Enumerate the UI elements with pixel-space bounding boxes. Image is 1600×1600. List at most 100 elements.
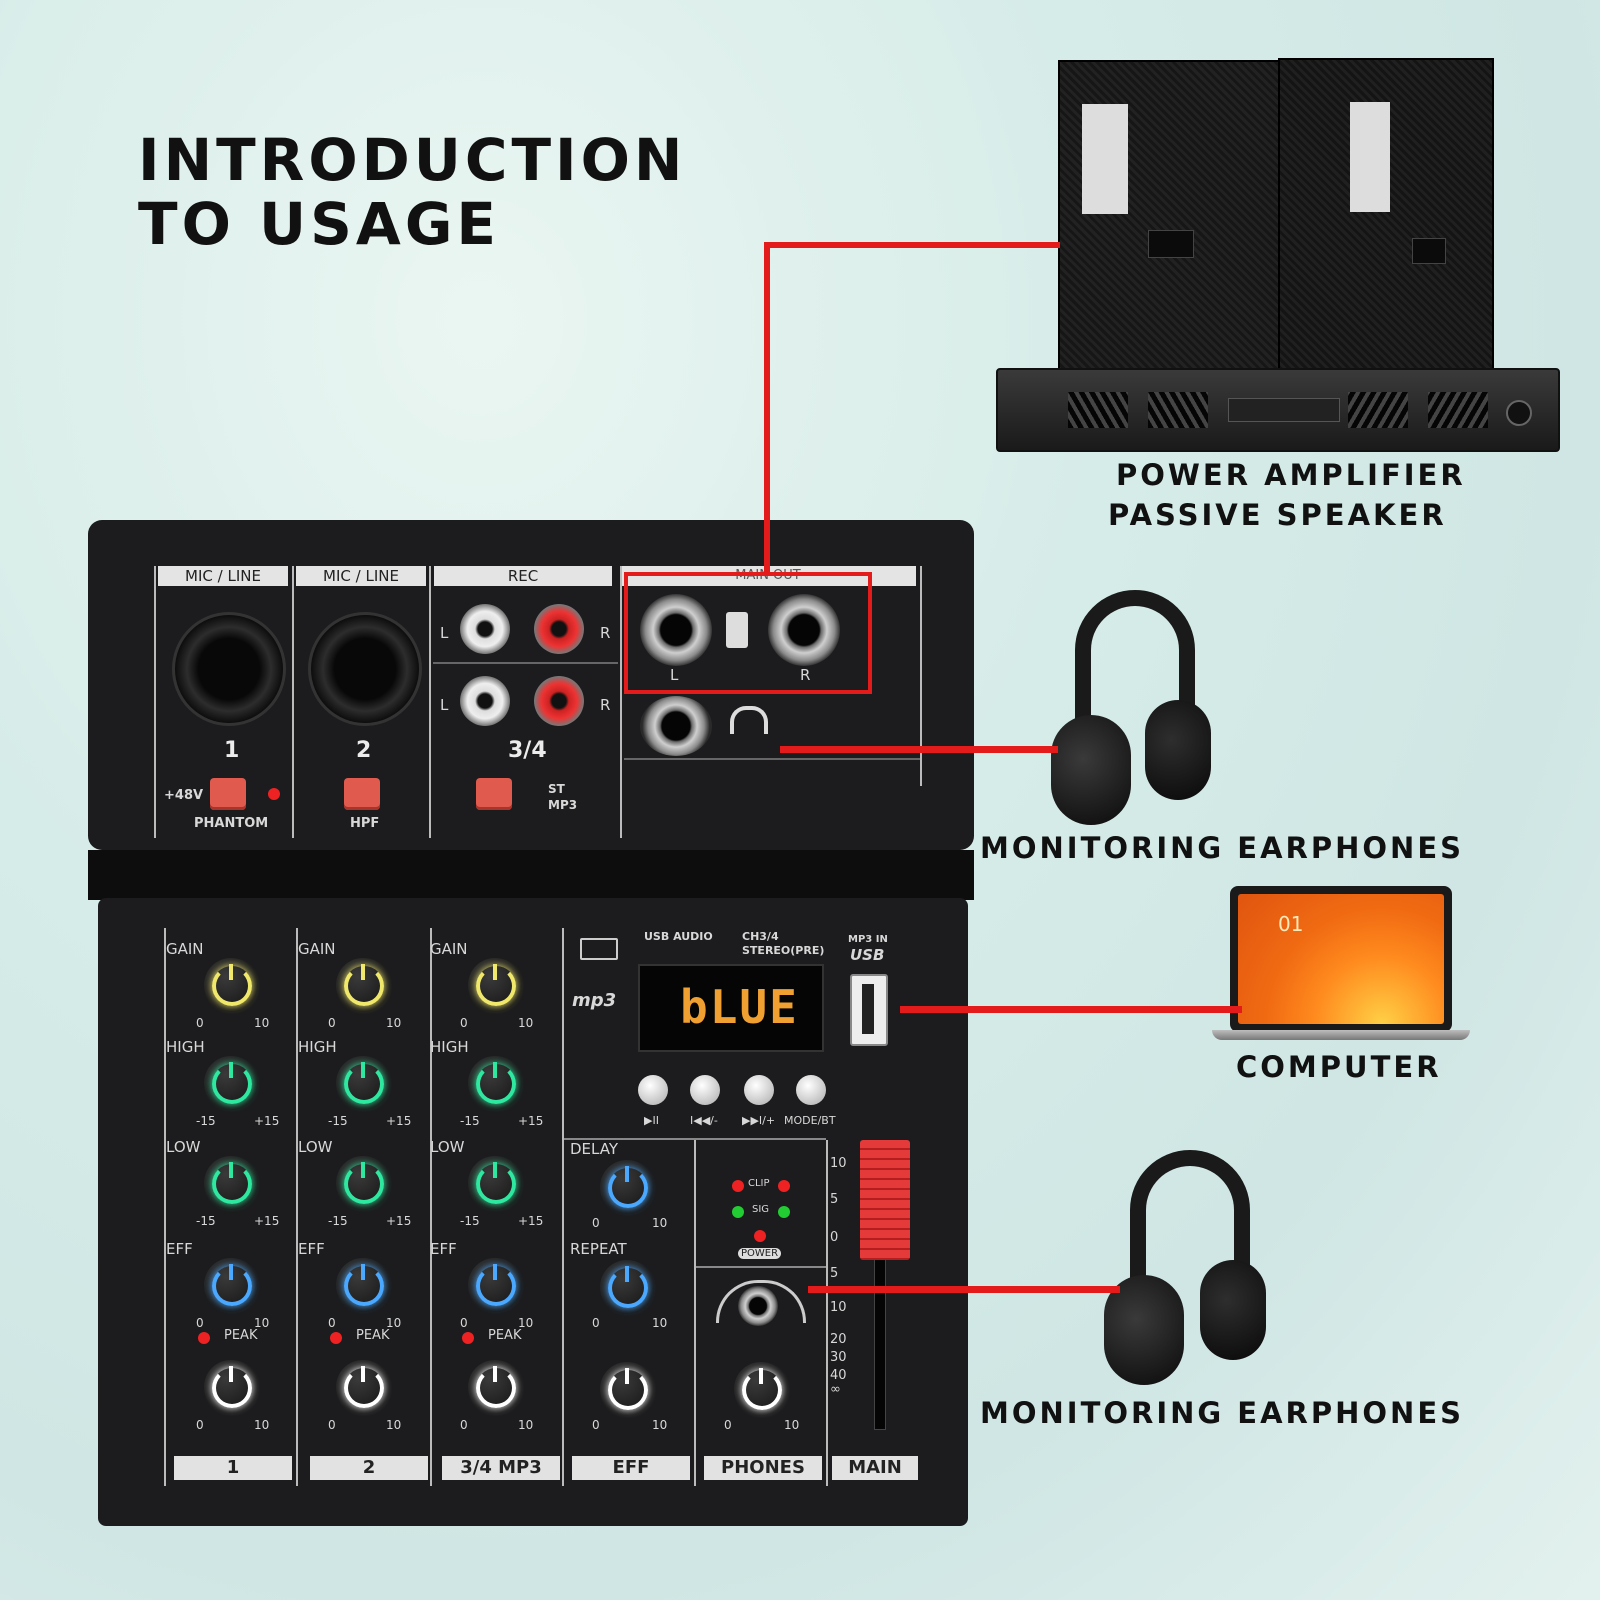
earphones-label-1: MONITORING EARPHONES (980, 831, 1465, 865)
channel-number-2: 2 (356, 738, 372, 763)
page-title: INTRODUCTION TO USAGE (138, 128, 686, 256)
range-min-label: -15 (328, 1114, 348, 1128)
channel-2-low-knob[interactable] (336, 1156, 390, 1210)
eff-repeat-label: REPEAT (570, 1240, 627, 1258)
main-out-r-jack[interactable] (768, 594, 840, 666)
channel-3-gain-knob[interactable] (468, 958, 522, 1012)
headphones-icon-2 (1100, 1150, 1270, 1390)
phantom-label: PHANTOM (194, 816, 269, 831)
range-max-label: +15 (254, 1114, 280, 1128)
range-max-label: 10 (518, 1316, 534, 1330)
channel-1-low-knob[interactable] (204, 1156, 258, 1210)
main-out-l-jack[interactable] (640, 594, 712, 666)
channel-3-eff-knob[interactable] (468, 1258, 522, 1312)
power-amplifier (996, 368, 1560, 452)
input-3-4-r[interactable] (534, 676, 584, 726)
channel-2-high-label: HIGH (298, 1038, 337, 1056)
power-label: POWER (738, 1248, 782, 1259)
channel-3-low-label: LOW (430, 1138, 465, 1156)
section-mic-line-2: MIC / LINE (296, 566, 426, 586)
usb-audio-icon (580, 938, 618, 960)
next-button[interactable] (744, 1075, 774, 1105)
hpf-button[interactable] (344, 778, 380, 810)
channel-2-gain-knob[interactable] (336, 958, 390, 1012)
phones-level-knob[interactable] (734, 1362, 788, 1416)
channel-1-gain-knob[interactable] (204, 958, 258, 1012)
mp3-logo: mp3 (572, 990, 617, 1011)
usb-audio-label: USB AUDIO (644, 930, 713, 943)
connector-line-earphones-1 (780, 746, 1058, 753)
laptop-screen-text: 01 (1278, 912, 1304, 936)
fader-scale-tick: 20 (830, 1332, 847, 1347)
usb-audio-stereo: STEREO(PRE) (742, 944, 825, 957)
range-min-label: 0 (592, 1316, 600, 1330)
prev-label: I◀◀/- (690, 1114, 718, 1127)
display-text: bLUE (680, 980, 799, 1034)
channel-3-level-knob[interactable] (468, 1360, 522, 1414)
range-max-label: 10 (254, 1016, 270, 1030)
st-mp3-button[interactable] (476, 778, 512, 810)
peak-led-2 (330, 1332, 342, 1344)
phantom-power-button[interactable] (210, 778, 246, 810)
section-mic-line-1: MIC / LINE (158, 566, 288, 586)
range-max-label: +15 (254, 1214, 280, 1228)
mode-bt-label: MODE/BT (784, 1114, 836, 1127)
channel-1-eff-knob[interactable] (204, 1258, 258, 1312)
range-min-label: 0 (592, 1418, 600, 1432)
mode-bt-button[interactable] (796, 1075, 826, 1105)
mic-line-input-2[interactable] (308, 612, 422, 726)
channel-3-high-knob[interactable] (468, 1056, 522, 1110)
passive-speaker-left (1058, 60, 1282, 394)
fader-scale-tick: ∞ (830, 1382, 841, 1397)
channel-2-level-knob[interactable] (336, 1360, 390, 1414)
range-max-label: 10 (652, 1316, 668, 1330)
channel-1-high-label: HIGH (166, 1038, 205, 1056)
eff-level-knob[interactable] (600, 1362, 654, 1416)
range-max-label: 10 (652, 1216, 668, 1230)
range-min-label: 0 (460, 1016, 468, 1030)
channel-1-high-knob[interactable] (204, 1056, 258, 1110)
mic-line-input-1[interactable] (172, 612, 286, 726)
channel-2-high-knob[interactable] (336, 1056, 390, 1110)
channel-1-eff-label: EFF (166, 1240, 193, 1258)
usb-port[interactable] (850, 974, 888, 1046)
range-min-label: 0 (328, 1418, 336, 1432)
channel-1-level-knob[interactable] (204, 1360, 258, 1414)
fader-scale-tick: 5 (830, 1192, 839, 1207)
rca-label-r-1: R (600, 624, 611, 642)
phantom-led (268, 788, 280, 800)
footer-label-main: MAIN (832, 1456, 918, 1480)
range-max-label: 10 (518, 1418, 534, 1432)
main-out-r-label: R (800, 666, 811, 684)
channel-3-low-knob[interactable] (468, 1156, 522, 1210)
eff-repeat-knob[interactable] (600, 1260, 654, 1314)
rca-label-l-1: L (440, 624, 449, 642)
range-max-label: +15 (518, 1214, 544, 1228)
play-pause-label: ▶II (644, 1114, 659, 1127)
title-line-1: INTRODUCTION (138, 126, 687, 194)
connector-line-amp-vertical (764, 242, 770, 572)
range-max-label: 10 (386, 1316, 402, 1330)
rec-out-l[interactable] (460, 604, 510, 654)
range-max-label: 10 (652, 1418, 668, 1432)
main-out-l-label: L (670, 666, 679, 684)
main-fader-handle[interactable] (860, 1140, 910, 1260)
power-led (754, 1230, 766, 1242)
prev-button[interactable] (690, 1075, 720, 1105)
rec-out-r[interactable] (534, 604, 584, 654)
input-3-4-l[interactable] (460, 676, 510, 726)
channel-2-eff-label: EFF (298, 1240, 325, 1258)
clip-led-r (778, 1180, 790, 1192)
range-min-label: 0 (328, 1316, 336, 1330)
range-max-label: 10 (784, 1418, 800, 1432)
eff-delay-knob[interactable] (600, 1160, 654, 1214)
footer-label-2: 2 (310, 1456, 428, 1480)
headphone-rear-jack[interactable] (640, 696, 712, 756)
mp3-display: bLUE (638, 964, 824, 1052)
fader-scale-tick: 5 (830, 1266, 839, 1281)
clip-led-l (732, 1180, 744, 1192)
play-pause-button[interactable] (638, 1075, 668, 1105)
usb-audio-ch: CH3/4 (742, 930, 779, 943)
fader-scale-tick: 0 (830, 1230, 839, 1245)
channel-2-eff-knob[interactable] (336, 1258, 390, 1312)
